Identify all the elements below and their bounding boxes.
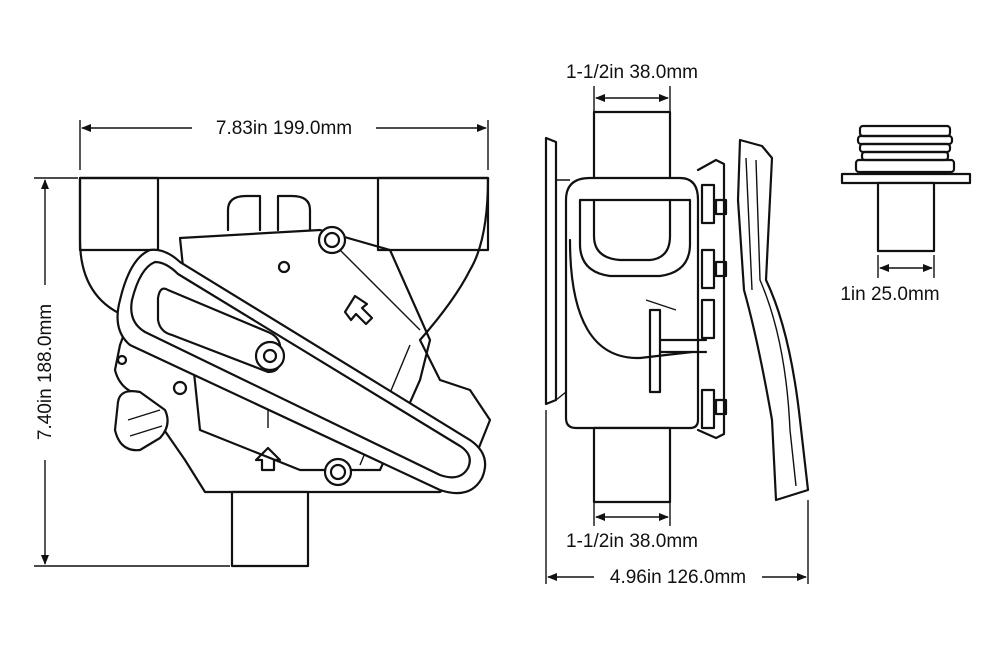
- side-spindle: [648, 308, 708, 394]
- front-width-dimension: 7.83in 199.0mm: [79, 118, 489, 170]
- front-bottom-outlet: [230, 490, 310, 568]
- side-mount-plate: [696, 158, 726, 440]
- side-top-socket: [578, 198, 692, 278]
- side-top-port-label: 1-1/2in 38.0mm: [566, 62, 698, 83]
- front-height-label: 7.40in 188.0mm: [35, 304, 56, 440]
- side-flange: [544, 136, 558, 406]
- fitting-view: [840, 124, 972, 253]
- front-height-dimension: 7.40in 188.0mm: [34, 177, 230, 567]
- side-width-label: 4.96in 126.0mm: [610, 567, 746, 588]
- lever-handle: [116, 248, 487, 495]
- fitting-pipe: [876, 181, 936, 253]
- front-hole-2: [172, 380, 188, 396]
- front-bolt-bottom: [323, 457, 353, 487]
- side-bottom-port-label: 1-1/2in 38.0mm: [566, 531, 698, 552]
- lever-pivot-outer: [254, 340, 286, 372]
- front-lower-knob: [113, 390, 169, 452]
- side-width-dimension: 4.96in 126.0mm: [545, 410, 809, 588]
- flow-arrow-icon: [343, 294, 374, 326]
- lever-slot: [156, 287, 282, 374]
- front-left-inlet: [78, 176, 160, 252]
- front-hole-1: [277, 260, 291, 274]
- fitting-port-dimension: 1in 25.0mm: [840, 255, 940, 305]
- side-body-bowl: [568, 238, 694, 360]
- flow-arrow-icon-lower: [254, 446, 282, 472]
- front-bolt-top: [317, 225, 347, 255]
- front-top-slot: [226, 194, 312, 232]
- lever-handle-inner: [130, 260, 471, 479]
- front-right-inlet: [376, 176, 490, 252]
- fitting-flange: [840, 172, 972, 185]
- front-hole-3: [116, 354, 128, 366]
- fitting-port-label: 1in 25.0mm: [840, 284, 939, 305]
- side-top-port-dimension: 1-1/2in 38.0mm: [566, 62, 698, 112]
- side-bottom-pipe: [592, 426, 672, 504]
- side-bottom-port-dimension: 1-1/2in 38.0mm: [566, 502, 698, 552]
- front-width-label: 7.83in 199.0mm: [216, 118, 352, 139]
- side-handle: [736, 138, 810, 502]
- lever-pivot-inner: [262, 348, 278, 364]
- front-view: [78, 176, 492, 568]
- side-view: [544, 110, 810, 504]
